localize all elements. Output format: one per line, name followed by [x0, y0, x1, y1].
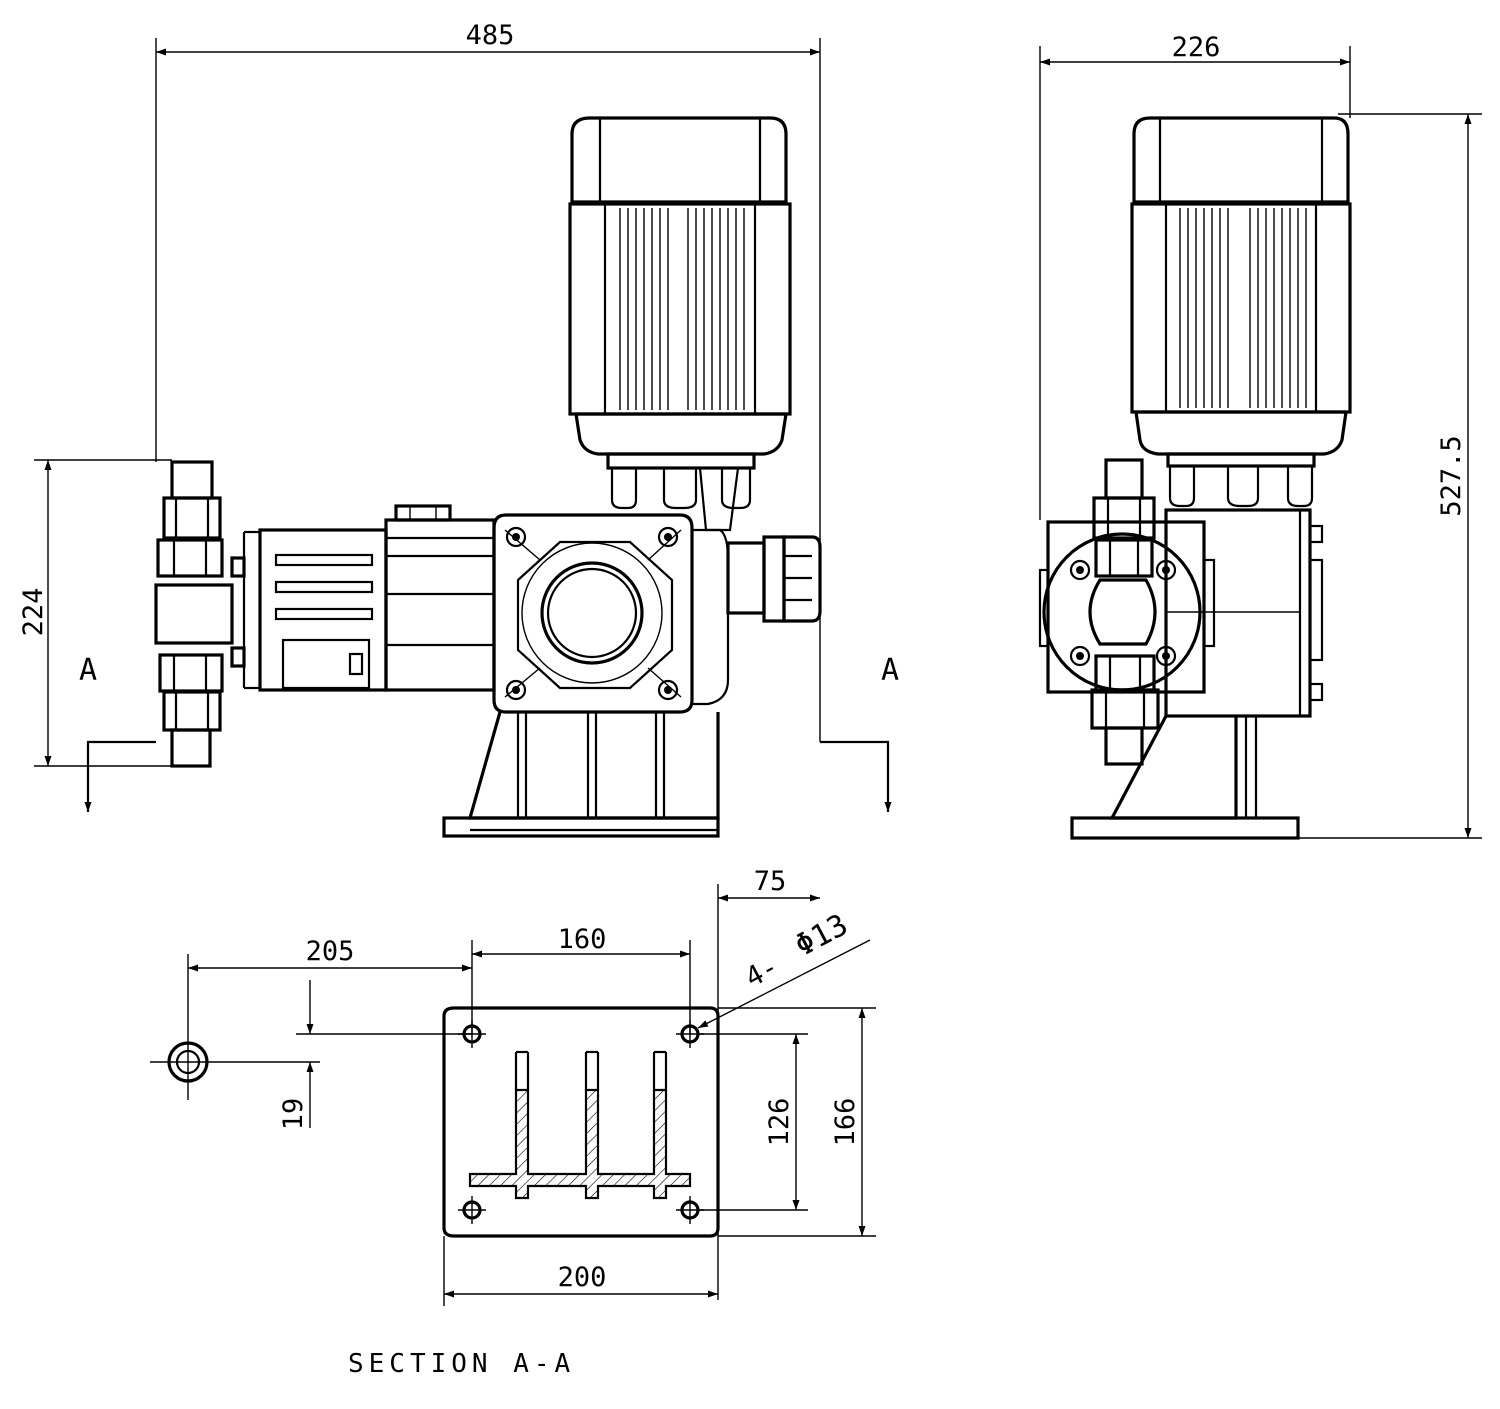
front-view [154, 116, 822, 838]
dimension-labels: 485 226 527.5 224 A A 75 160 205 4- Φ13 … [18, 20, 1467, 1379]
section-marker-right: A [881, 653, 899, 688]
side-view [1038, 116, 1352, 840]
dim-126: 126 [764, 1098, 795, 1147]
front-base [442, 711, 720, 838]
side-motor-fins [1179, 208, 1307, 408]
dim-19: 19 [278, 1098, 309, 1131]
base-section-view [150, 1006, 720, 1238]
section-caption: SECTION A-A [348, 1349, 575, 1379]
section-marker-left: A [79, 653, 97, 688]
motor-fins-right [687, 208, 745, 410]
front-liquid-end [154, 460, 246, 768]
dim-160: 160 [558, 924, 607, 955]
dim-75: 75 [754, 866, 787, 897]
dim-166: 166 [830, 1098, 861, 1147]
dim-200: 200 [558, 1262, 607, 1293]
side-liquid-end [1038, 458, 1216, 766]
front-right-fitting [726, 535, 822, 623]
front-pump-body [242, 504, 496, 692]
dim-205: 205 [306, 936, 355, 967]
dim-527-5: 527.5 [1436, 435, 1467, 516]
front-gearbox [492, 513, 730, 714]
motor-fins-left [619, 208, 669, 410]
side-base [1070, 715, 1300, 840]
side-motor [1130, 116, 1352, 508]
front-motor [568, 116, 792, 532]
dim-224: 224 [18, 588, 49, 637]
dimension-lines [34, 38, 1482, 1306]
dim-226: 226 [1172, 32, 1221, 63]
dim-485: 485 [466, 20, 515, 51]
side-gearbox [1164, 508, 1324, 718]
rib-cross-section [468, 1050, 692, 1200]
outlet-pipe-section [150, 1030, 320, 1100]
hole-callout-value: Φ13 [789, 907, 853, 963]
